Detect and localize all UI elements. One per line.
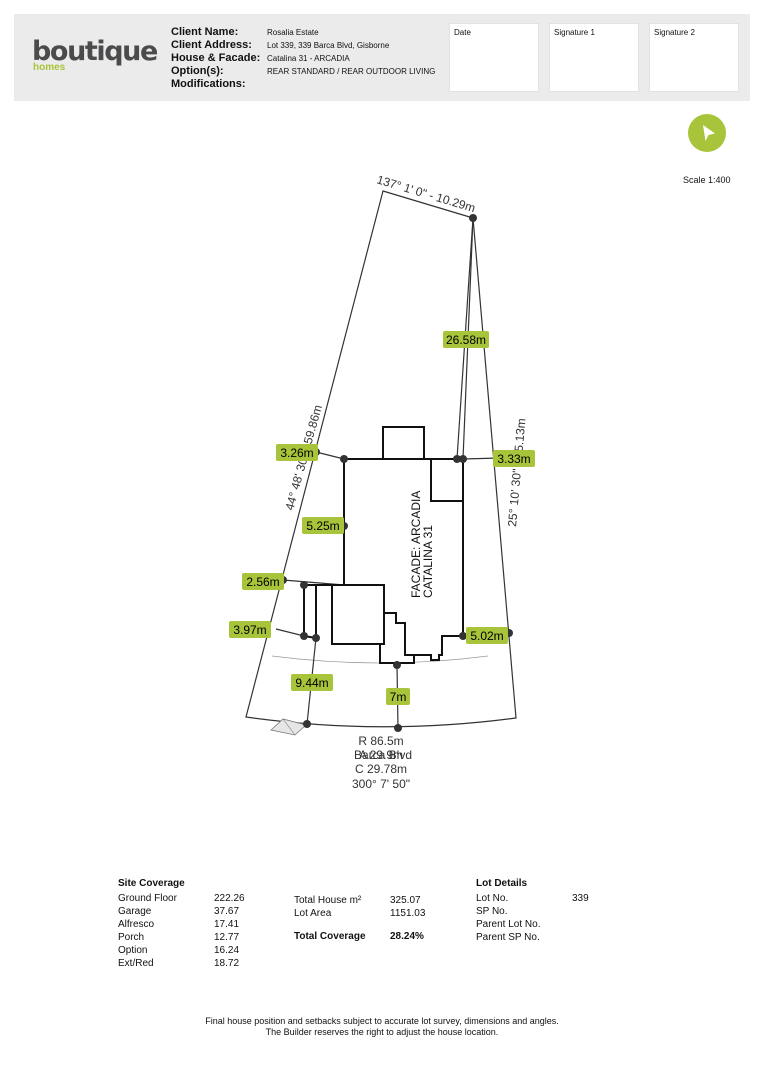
svg-text:3.33m: 3.33m: [497, 452, 530, 466]
frontage-info: R 86.5m A 29.9m Barca Blvd C 29.78m 300°…: [352, 734, 412, 791]
signature-2-box[interactable]: Signature 2: [649, 23, 739, 92]
dim-3-97: 3.97m: [229, 621, 271, 638]
svg-text:3.26m: 3.26m: [280, 446, 313, 460]
dim-3-33: 3.33m: [493, 450, 535, 467]
disclaimer-footer: Final house position and setbacks subjec…: [0, 1016, 764, 1038]
disclaimer-line-2: The Builder reserves the right to adjust…: [265, 1027, 499, 1037]
dim-3-26: 3.26m: [276, 444, 318, 461]
svg-text:5.25m: 5.25m: [306, 519, 339, 533]
svg-text:5.02m: 5.02m: [470, 629, 503, 643]
dimension-leaders: [275, 217, 510, 729]
table-row: Lot No.339: [476, 893, 589, 904]
client-name-label: Client Name:: [171, 26, 239, 38]
house-facade-value: Catalina 31 - ARCADIA: [267, 54, 350, 63]
dim-2-56: 2.56m: [242, 573, 284, 590]
signature-2-label: Signature 2: [654, 28, 695, 37]
signature-1-label: Signature 1: [554, 28, 595, 37]
facade-label-1: FACADE: ARCADIA: [409, 491, 423, 598]
chord-bearing: 300° 7' 50": [352, 777, 410, 791]
svg-text:7m: 7m: [390, 690, 407, 704]
table-row: Parent Lot No.: [476, 919, 541, 930]
logo-main-text: boutique: [32, 36, 158, 67]
modifications-label: Modifications:: [171, 78, 246, 90]
arc-radius: R 86.5m: [358, 734, 403, 748]
options-label: Option(s):: [171, 65, 224, 77]
svg-text:3.97m: 3.97m: [233, 623, 266, 637]
arc-length: A 29.9m: [359, 748, 403, 762]
house-footprint: [303, 426, 464, 664]
lot-details-table: Lot Details Lot No.339 SP No. Parent Lot…: [476, 877, 589, 944]
disclaimer-line-1: Final house position and setbacks subjec…: [205, 1016, 559, 1026]
lot-details-title: Lot Details: [476, 878, 528, 889]
client-address-label: Client Address:: [171, 39, 252, 51]
dim-5-25: 5.25m: [302, 517, 344, 534]
navigation-arrow-icon: [703, 125, 715, 141]
dim-26-58: 26.58m: [443, 331, 489, 348]
street-name: Barca Blvd: [354, 748, 412, 762]
date-box-label: Date: [454, 28, 471, 37]
boutique-homes-logo: boutique homes: [32, 36, 158, 73]
chord-length: C 29.78m: [355, 762, 407, 776]
site-coverage-title: Site Coverage: [118, 878, 185, 889]
crossover-marker: [270, 718, 307, 736]
client-info-labels: Client Name: Client Address: House & Fac…: [171, 26, 260, 91]
signature-1-box[interactable]: Signature 1: [549, 23, 639, 92]
right-boundary-label: 25° 10' 30" - 55.13m: [505, 418, 528, 528]
client-info-values: Rosalia Estate Lot 339, 339 Barca Blvd, …: [267, 26, 435, 91]
options-value: REAR STANDARD / REAR OUTDOOR LIVING: [267, 67, 436, 76]
svg-text:2.56m: 2.56m: [246, 575, 279, 589]
dim-9-44: 9.44m: [291, 674, 333, 691]
scale-label: Scale 1:400: [683, 175, 731, 185]
house-facade-label: House & Facade:: [171, 52, 261, 64]
table-row: SP No.: [476, 906, 508, 917]
lot-boundary: [245, 190, 517, 728]
svg-text:9.44m: 9.44m: [295, 676, 328, 690]
date-box[interactable]: Date: [449, 23, 539, 92]
client-name-value: Rosalia Estate: [267, 28, 319, 37]
dim-5-02: 5.02m: [466, 627, 508, 644]
logo-sub-text: homes: [33, 62, 66, 73]
navigation-button[interactable]: [688, 114, 726, 152]
svg-text:26.58m: 26.58m: [446, 333, 486, 347]
facade-label-2: CATALINA 31: [421, 525, 435, 598]
client-address-value: Lot 339, 339 Barca Blvd, Gisborne: [267, 41, 390, 50]
table-row: Parent SP No.: [476, 932, 540, 943]
dim-7: 7m: [386, 688, 410, 705]
header-panel: boutique homes Client Name: Client Addre…: [14, 14, 750, 101]
